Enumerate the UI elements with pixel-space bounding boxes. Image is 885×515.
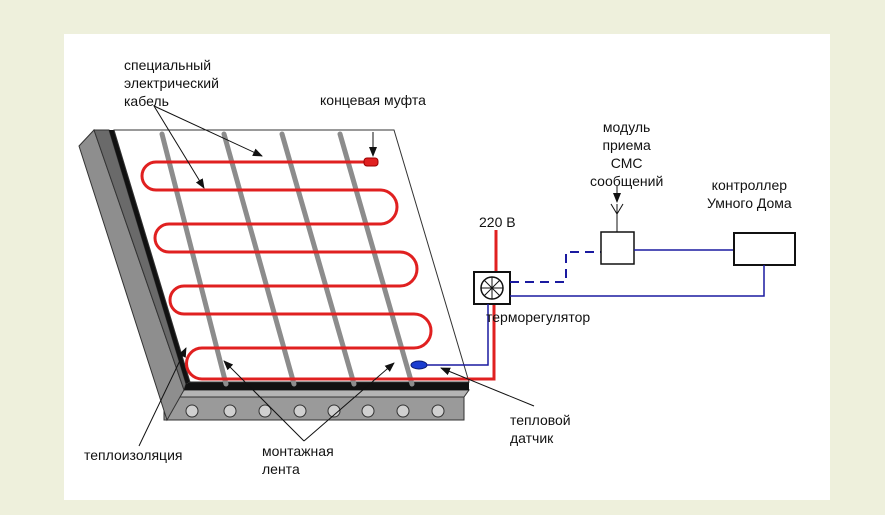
end-coupling-label: концевая муфта xyxy=(320,92,426,108)
warm-floor-diagram xyxy=(78,105,796,447)
sms-module-label: модуль приема СМС сообщений xyxy=(590,119,664,189)
floor-surface xyxy=(113,129,470,383)
slab-side xyxy=(78,129,187,422)
antenna-icon xyxy=(610,203,624,232)
insulation-label: теплоизоляция xyxy=(84,447,183,463)
heat-sensor xyxy=(410,360,428,370)
heating-cable xyxy=(140,160,496,381)
mounting-tape-strip xyxy=(337,131,415,387)
mounting-tape-label: монтажная лента xyxy=(262,443,334,477)
concrete-slab xyxy=(163,389,470,421)
end-coupling xyxy=(363,157,379,167)
sms-module-box xyxy=(600,231,635,265)
thermostat-label: терморегулятор xyxy=(486,309,591,325)
mounting-tapes xyxy=(159,131,415,387)
mounting-tape-strip xyxy=(279,131,357,387)
insulation-layer xyxy=(109,130,469,390)
thermostat xyxy=(473,271,511,305)
controller-box xyxy=(733,232,796,266)
cable-label: специальный электрический кабель xyxy=(124,57,219,109)
label-arrows xyxy=(138,105,621,447)
heat-sensor-label: тепловой датчик xyxy=(510,412,571,446)
controller-thermostat-link xyxy=(510,265,765,297)
slab-holes xyxy=(185,404,445,418)
sensor-wire xyxy=(427,304,489,366)
mounting-tape-strip xyxy=(159,131,229,387)
voltage-label: 220 В xyxy=(479,214,516,230)
dashed-link xyxy=(510,251,601,283)
diagram-frame: специальный электрический кабель концева… xyxy=(64,34,830,500)
controller-label: контроллер Умного Дома xyxy=(707,177,792,211)
mounting-tape-strip xyxy=(221,131,297,387)
